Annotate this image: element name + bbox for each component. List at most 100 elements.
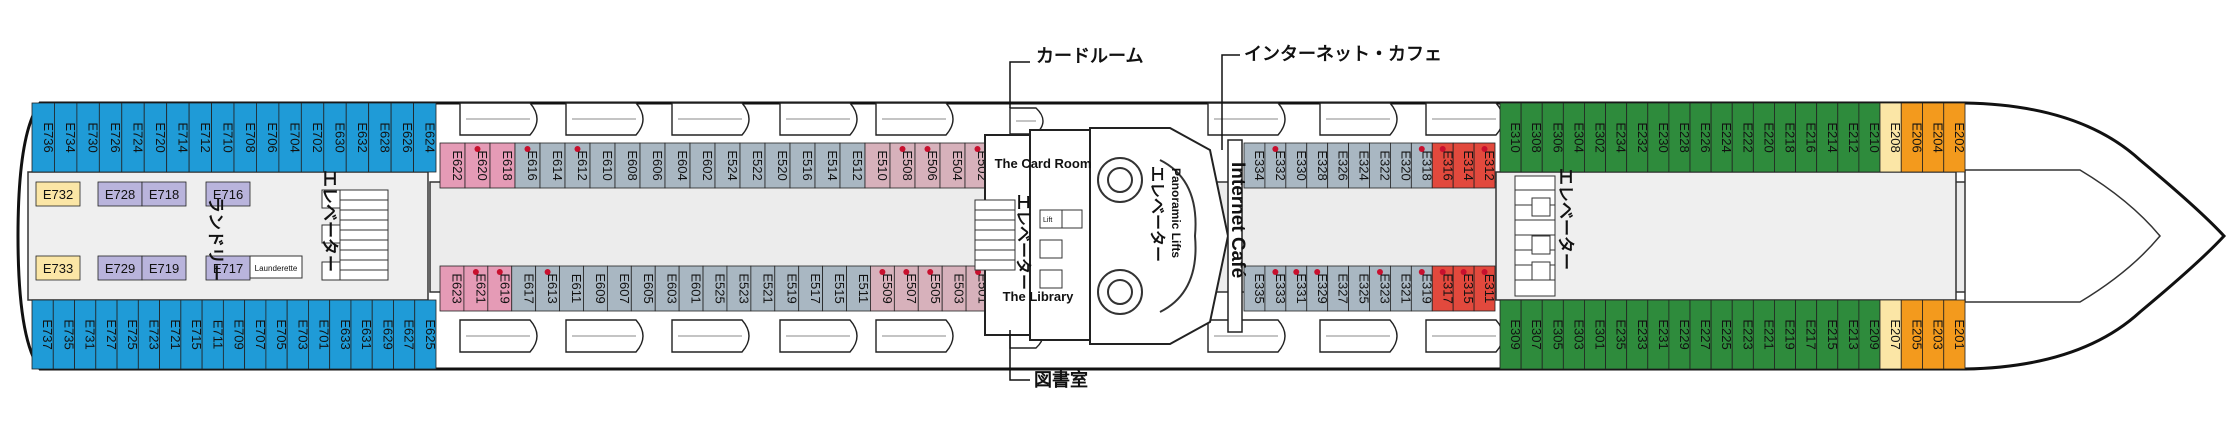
cabin-number: E306	[1550, 122, 1565, 152]
callout-lines	[1009, 54, 1240, 381]
lift-label: Lift	[1043, 217, 1052, 224]
cabin-number: E514	[825, 150, 840, 180]
cabin: E604	[664, 142, 691, 189]
cabin-number: E712	[198, 122, 213, 152]
accessible-cabin-dot	[1481, 269, 1488, 275]
cabin: E214	[1816, 102, 1840, 173]
cabin: E727	[95, 299, 119, 370]
cabin-number: E311	[1482, 274, 1497, 303]
cabin: E303	[1562, 299, 1586, 370]
cabin-box	[35, 181, 81, 207]
cabin: E517	[798, 265, 823, 312]
cabin-number: E621	[473, 273, 488, 303]
accessible-cabin-dot	[472, 269, 479, 275]
cabin-number: E609	[593, 273, 608, 303]
cabin: E608	[614, 142, 641, 189]
cabin-number: E219	[1783, 319, 1798, 349]
cabin-number: E734	[63, 122, 78, 152]
cabin: E215	[1816, 299, 1840, 370]
cabin: E210	[1858, 102, 1882, 173]
cabin: E707	[244, 299, 268, 370]
cabin: E702	[300, 102, 325, 173]
cabin: E630	[323, 102, 348, 173]
accessible-cabin-dot	[474, 146, 481, 152]
cabin-number: E515	[832, 273, 847, 303]
cabin-number: E719	[149, 261, 179, 276]
cabin-number: E233	[1635, 319, 1650, 349]
cabin-number: E633	[338, 319, 353, 349]
cabin-box	[205, 255, 251, 281]
cabin-number: E705	[274, 319, 289, 349]
cabin-number: E204	[1931, 122, 1946, 152]
cabin-number: E511	[856, 274, 871, 303]
aft-lift-boxes	[321, 189, 341, 281]
cabin: E511	[846, 265, 871, 312]
cabin: E219	[1774, 299, 1798, 370]
cabin-number: E707	[253, 319, 268, 349]
cabin-number: E711	[210, 320, 225, 349]
accessible-cabin-dot	[1481, 146, 1488, 152]
cabin: E521	[750, 265, 775, 312]
cabin-number: E318	[1419, 150, 1434, 180]
cabin-number: E305	[1550, 319, 1565, 349]
cabin: E723	[137, 299, 162, 370]
cabin-number: E726	[108, 122, 123, 152]
cabin: E523	[726, 265, 751, 312]
cabin-number: E701	[317, 319, 332, 349]
cabin-number: E720	[153, 122, 168, 152]
cabin: E306	[1541, 102, 1565, 173]
cabin: E308	[1520, 102, 1544, 173]
cabin: E706	[256, 102, 280, 173]
cabin-number: E611	[569, 274, 584, 303]
cabin-number: E231	[1656, 319, 1671, 349]
cabin-number: E223	[1740, 319, 1755, 349]
cabin: E218	[1774, 102, 1798, 173]
cabin-number: E235	[1614, 319, 1629, 349]
cabin: E618	[489, 142, 516, 189]
cabin: E327	[1327, 265, 1351, 312]
cabin-number: E612	[575, 150, 590, 180]
elevator-fwd-label: エレベーター	[1556, 168, 1575, 270]
cabin-number: E330	[1294, 150, 1309, 180]
cabin-box	[1473, 265, 1496, 312]
cabin: E328	[1306, 142, 1330, 189]
cabin-number: E322	[1378, 150, 1393, 180]
cabin-number: E736	[41, 122, 56, 152]
cabin-number: E725	[125, 319, 140, 349]
cabin: E318	[1410, 142, 1434, 189]
cabin: E728	[97, 181, 143, 207]
cabin-box	[764, 142, 791, 189]
cabin: E316	[1431, 142, 1455, 189]
cabin: E719	[141, 255, 187, 281]
cabin-number: E324	[1357, 150, 1372, 180]
cabin-number: E625	[423, 319, 438, 349]
cabin-number: E510	[875, 150, 890, 180]
cabin-number: E632	[355, 122, 370, 152]
cabin-number: E507	[904, 273, 919, 303]
accessible-cabin-dot	[1272, 269, 1279, 275]
cabin-number: E326	[1336, 150, 1351, 180]
cabin: E716	[205, 181, 251, 207]
cabin: E317	[1431, 265, 1455, 312]
cabin: E620	[464, 142, 491, 189]
cabin: E735	[52, 299, 76, 370]
cabin: E309	[1499, 299, 1523, 370]
cabin: E510	[864, 142, 891, 189]
cabin: E216	[1795, 102, 1819, 173]
laundry-jp-label: ランドリー	[206, 196, 225, 281]
cabin-number: E630	[333, 122, 348, 152]
cabin: E331	[1285, 265, 1309, 312]
cabin-number: E230	[1656, 122, 1671, 152]
cabin-box	[35, 255, 81, 281]
cabin-number: E215	[1825, 319, 1840, 349]
cabin: E625	[414, 299, 438, 370]
cabin: E715	[180, 299, 204, 370]
cabin-number: E213	[1846, 319, 1861, 349]
cabin-number: E709	[232, 319, 247, 349]
cabin-number: E202	[1952, 122, 1967, 152]
accessible-cabin-dot	[1272, 146, 1279, 152]
cabin-number: E216	[1804, 122, 1819, 152]
cabin-number: E617	[521, 273, 536, 303]
cabin: E736	[31, 102, 56, 173]
